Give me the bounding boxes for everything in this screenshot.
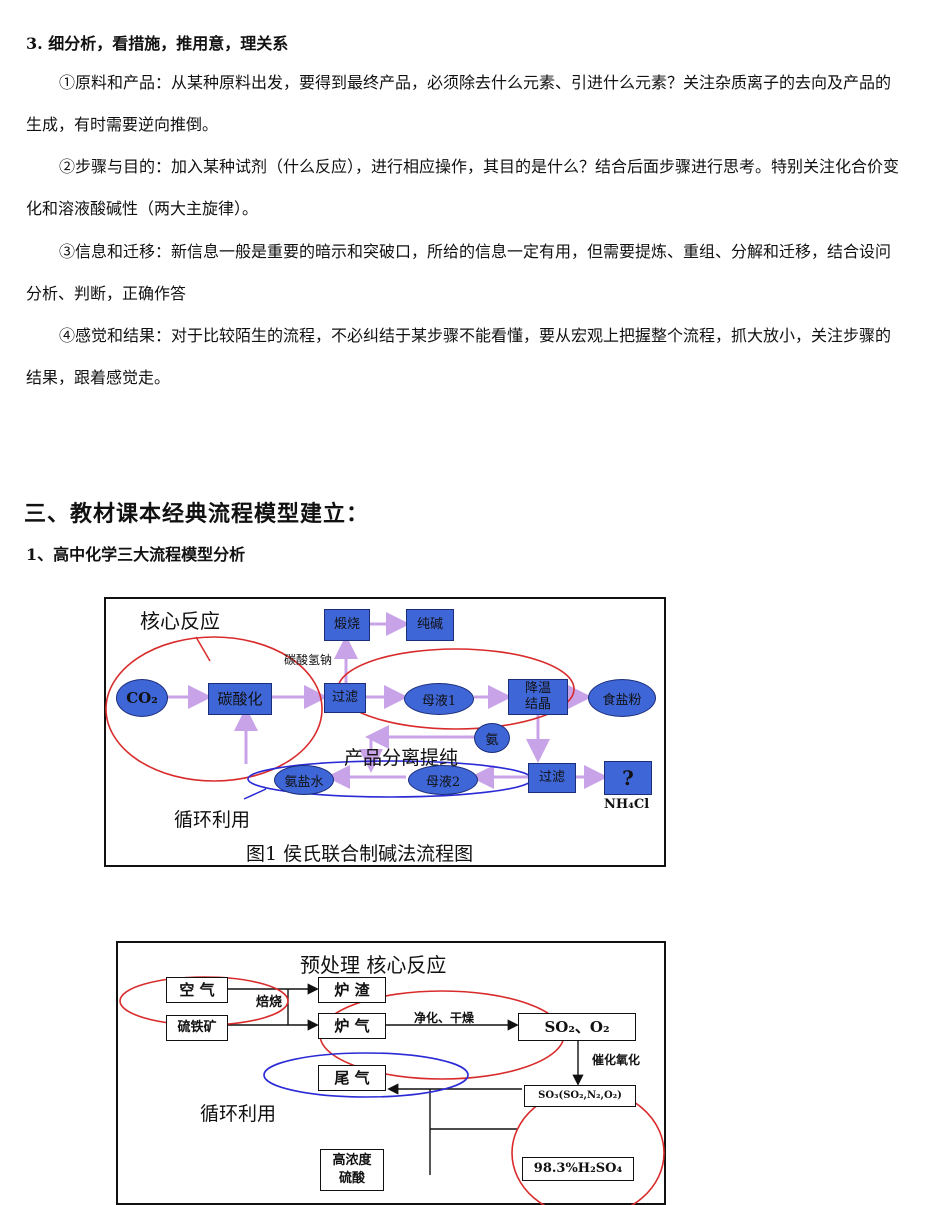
node-calcine: 煅烧	[324, 609, 370, 641]
paragraph-information: ③信息和迁移：新信息一般是重要的暗示和突破口，所给的信息一定有用，但需要提炼、重…	[26, 242, 892, 303]
label-nh4cl: NH₄Cl	[604, 797, 650, 812]
node-pyrite: 硫铁矿	[166, 1015, 228, 1041]
edge-label-bicarbonate: 碳酸氢钠	[284, 653, 333, 667]
edge-label-purify: 净化、干燥	[414, 1011, 475, 1025]
annotation-recycle: 循环利用	[174, 809, 251, 831]
node-co2: CO₂	[116, 679, 168, 717]
node-h2so4-98: 98.3%H₂SO₄	[522, 1157, 634, 1181]
chapter-heading: 三、教材课本经典流程模型建立：	[24, 501, 370, 527]
annotation-pretreat-core: 预处理 核心反应	[300, 953, 447, 977]
node-salt-powder: 食盐粉	[588, 679, 656, 717]
paragraph-feeling-result: ④感觉和结果：对于比较陌生的流程，不必纠结于某步骤不能看懂，要从宏观上把握整个流…	[26, 326, 892, 387]
node-question: ?	[604, 761, 652, 795]
annotation-product-separation: 产品分离提纯	[344, 747, 459, 769]
paragraph-steps-purpose: ②步骤与目的：加入某种试剂（什么反应），进行相应操作，其目的是什么？结合后面步骤…	[26, 157, 900, 218]
figure-hou-soda-process: 核心反应 产品分离提纯 循环利用 碳酸氢钠 CO₂ 碳酸化 过滤 煅烧 纯碱 母…	[104, 597, 666, 867]
node-furnace-gas: 炉 气	[318, 1013, 386, 1039]
node-filter-1: 过滤	[324, 683, 366, 713]
node-mother-liquor-2: 母液2	[408, 765, 478, 795]
node-so2-o2: SO₂、O₂	[518, 1013, 636, 1041]
edge-label-roast: 焙烧	[256, 995, 283, 1010]
node-so3: SO₃(SO₂,N₂,O₂)	[524, 1085, 636, 1107]
node-slag: 炉 渣	[318, 977, 386, 1003]
paragraph-raw-materials: ①原料和产品：从某种原料出发，要得到最终产品，必须除去什么元素、引进什么元素？关…	[26, 73, 892, 134]
figure-sulfuric-acid-process: 预处理 核心反应 循环利用 空 气 硫铁矿 焙烧 炉 渣 炉 气 净化、干燥 S…	[116, 941, 666, 1205]
node-concentrated-acid: 高浓度 硫酸	[320, 1149, 384, 1191]
node-filter-2: 过滤	[528, 763, 576, 793]
node-soda-ash: 纯碱	[406, 609, 454, 641]
node-ammonia: 氨	[474, 723, 510, 753]
node-tail-gas: 尾 气	[318, 1065, 386, 1091]
annotation-core-reaction: 核心反应	[140, 609, 220, 633]
figure1-caption: 图1 侯氏联合制碱法流程图	[246, 843, 474, 865]
section-heading: 3. 细分析，看措施，推用意，理关系	[26, 34, 289, 53]
node-mother-liquor-1: 母液1	[404, 683, 474, 715]
node-ammonia-brine: 氨盐水	[274, 765, 334, 795]
node-cool-crystallize: 降温 结晶	[508, 679, 568, 715]
node-carbonation: 碳酸化	[208, 683, 272, 715]
node-air: 空 气	[166, 977, 228, 1003]
figure1-arrows	[105, 612, 608, 800]
annotation-recycle-2: 循环利用	[200, 1103, 277, 1125]
chapter-subheading: 1、高中化学三大流程模型分析	[26, 545, 246, 564]
edge-label-catalytic: 催化氧化	[592, 1053, 641, 1067]
